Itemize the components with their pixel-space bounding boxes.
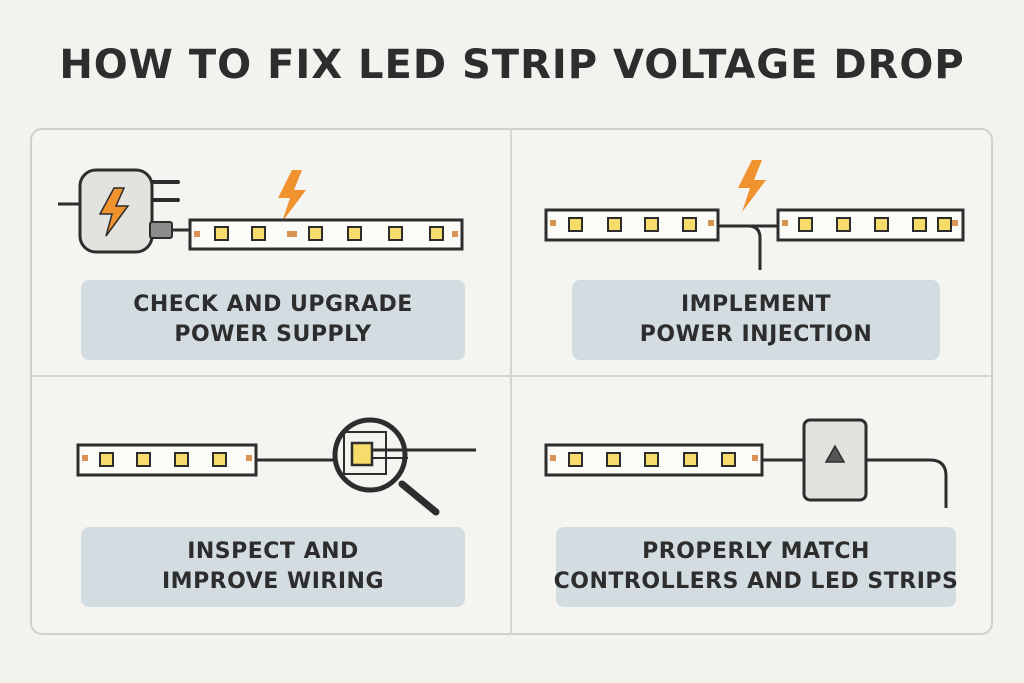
- led-strip-icon: [776, 208, 965, 242]
- led-strip-icon: [544, 208, 720, 242]
- label-line-2: CONTROLLERS AND LED STRIPS: [553, 569, 959, 594]
- lightning-bolt-icon: [98, 187, 130, 237]
- label-line-1: INSPECT AND: [187, 539, 359, 564]
- label-line-2: IMPROVE WIRING: [161, 569, 384, 594]
- label-line-1: PROPERLY MATCH: [642, 539, 870, 564]
- page-title: HOW TO FIX LED STRIP VOLTAGE DROP: [59, 42, 965, 88]
- label-line-2: POWER INJECTION: [639, 322, 873, 347]
- lightning-bolt-icon: [738, 160, 766, 212]
- label-power-supply: CHECK AND UPGRADE POWER SUPPLY: [81, 280, 465, 360]
- horizontal-divider: [30, 375, 993, 377]
- label-line-1: CHECK AND UPGRADE: [133, 292, 413, 317]
- led-strip-icon: [544, 443, 764, 477]
- label-line-2: POWER SUPPLY: [174, 322, 372, 347]
- controller-box-icon: [802, 418, 868, 502]
- label-controllers: PROPERLY MATCH CONTROLLERS AND LED STRIP…: [553, 527, 959, 607]
- label-power-injection: IMPLEMENT POWER INJECTION: [572, 280, 940, 360]
- lightning-bolt-icon: [278, 170, 306, 222]
- label-wiring: INSPECT AND IMPROVE WIRING: [81, 527, 465, 607]
- led-strip-icon: [188, 218, 464, 251]
- label-line-1: IMPLEMENT: [680, 292, 832, 317]
- led-strip-icon: [76, 443, 258, 477]
- vertical-divider: [510, 128, 512, 635]
- magnifying-glass-icon: [332, 417, 476, 516]
